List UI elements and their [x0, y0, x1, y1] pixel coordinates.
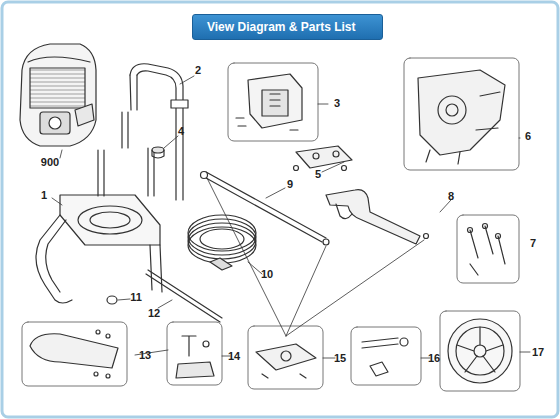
- callout-number: 16: [428, 352, 440, 364]
- callout-number: 12: [148, 307, 160, 319]
- link-button: View Diagram & Parts List: [192, 14, 383, 40]
- callout-number: 2: [195, 64, 201, 76]
- callout-number: 17: [532, 346, 544, 358]
- callout-number: 3: [334, 97, 340, 109]
- callout-number: 6: [525, 130, 531, 142]
- button-label: View Diagram & Parts List: [207, 20, 356, 34]
- callout-number: 8: [448, 190, 454, 202]
- callout-number: 14: [228, 350, 240, 362]
- callout-number: 13: [139, 349, 151, 361]
- callout-number: 15: [334, 352, 346, 364]
- callout-number: 7: [530, 237, 536, 249]
- callout-number: 1: [41, 189, 47, 201]
- callout-number: 5: [315, 168, 321, 180]
- callout-number: 10: [261, 268, 273, 280]
- callout-number: 9: [287, 178, 293, 190]
- callout-number: 4: [178, 125, 184, 137]
- callout-number: 900: [41, 156, 59, 168]
- callout-number: 11: [130, 291, 142, 303]
